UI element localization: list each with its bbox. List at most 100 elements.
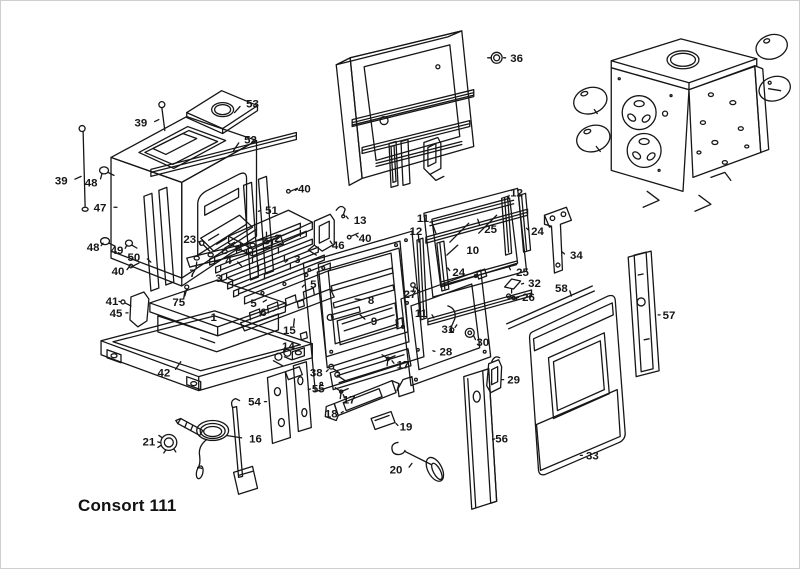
part-label-42: 42 [157, 368, 170, 380]
part-label-11: 11 [417, 213, 430, 225]
part-label-17: 17 [397, 360, 410, 372]
part-label-19: 19 [400, 421, 413, 433]
leader-line-52 [232, 142, 240, 152]
boiler-cabinet [573, 33, 791, 212]
screw-40-middle [285, 187, 299, 194]
screw-41 [120, 299, 132, 307]
leader-line-50 [146, 258, 152, 263]
part-label-1: 1 [210, 312, 217, 324]
operating-tool-20 [391, 441, 445, 482]
leader-line-42 [174, 361, 182, 370]
screw-40-left [128, 262, 140, 269]
front-bar-7 [186, 234, 285, 268]
leader-line-5 [301, 284, 305, 288]
part-label-10: 10 [466, 245, 479, 257]
part-label-15: 15 [283, 325, 296, 337]
leader-line-12 [506, 194, 510, 201]
leader-line-17 [342, 393, 346, 399]
leader-line-41 [118, 300, 122, 303]
part-label-49: 49 [111, 245, 124, 257]
leader-line-40 [126, 266, 130, 271]
part-label-16: 16 [249, 433, 262, 445]
door-rail-11-top [425, 208, 529, 244]
leader-line-40 [355, 234, 359, 238]
part-label-14: 14 [282, 341, 295, 353]
leader-line-5 [262, 299, 268, 303]
wing-screw-17-upper [381, 354, 396, 367]
leader-line-58 [569, 290, 573, 297]
part-label-29: 29 [507, 375, 520, 387]
part-label-17: 17 [343, 395, 356, 407]
part-label-4: 4 [225, 255, 232, 267]
door-top-molding-58 [505, 285, 595, 330]
part-label-3: 3 [294, 254, 300, 266]
part-label-5: 5 [250, 298, 257, 310]
leader-line-49 [124, 244, 128, 249]
leader-line-6 [272, 308, 278, 312]
model-title: Consort 111 [78, 496, 177, 515]
leader-line-17 [391, 360, 395, 364]
leader-line-24 [447, 267, 451, 272]
part-label-57: 57 [663, 310, 676, 322]
leader-line-39 [154, 118, 160, 123]
leader-line-3 [284, 259, 289, 263]
part-label-27: 27 [404, 289, 417, 301]
part-label-24: 24 [531, 226, 544, 238]
part-label-45: 45 [110, 308, 123, 320]
part-label-9: 9 [371, 316, 377, 328]
part-label-6: 6 [260, 307, 266, 319]
leader-line-23 [198, 240, 202, 246]
operating-rod-39-left [78, 124, 89, 212]
ashpit-grill-18 [324, 380, 400, 422]
thermostat-16 [175, 397, 259, 495]
part-label-40: 40 [298, 183, 311, 195]
part-label-31: 31 [441, 324, 454, 336]
part-label-28: 28 [439, 347, 452, 359]
leader-line-28 [432, 350, 436, 353]
latch-29 [486, 356, 503, 394]
top-rail-52 [150, 131, 298, 178]
leader-line-14 [282, 347, 286, 353]
bolt-49 [124, 239, 138, 249]
part-label-2: 2 [274, 233, 280, 245]
screw-40-right [346, 232, 359, 240]
door-inner-frame-28 [395, 268, 492, 398]
retainer-strip-12-left [416, 237, 428, 321]
leader-line-26 [515, 296, 520, 299]
part-label-32: 32 [528, 278, 541, 290]
leader-line-2 [261, 237, 269, 240]
part-label-46: 46 [332, 240, 345, 252]
leader-line-75 [183, 291, 186, 299]
leader-line-16 [225, 434, 243, 439]
part-label-21: 21 [143, 436, 156, 448]
leader-line-11 [431, 314, 435, 319]
part-label-25: 25 [516, 267, 529, 279]
part-label-39: 39 [55, 175, 68, 187]
clip-32 [503, 278, 522, 294]
leader-line-9 [359, 314, 366, 320]
rod-9 [326, 306, 361, 322]
plate-19 [370, 410, 396, 431]
part-label-55: 55 [312, 384, 325, 396]
side-strip-24-right [517, 192, 532, 253]
part-label-48: 48 [85, 177, 98, 189]
part-label-11: 11 [415, 308, 428, 320]
part-label-47: 47 [94, 202, 107, 214]
leader-line-21 [157, 441, 161, 444]
leader-line-19 [395, 422, 399, 427]
back-frame-assembly [335, 30, 475, 188]
top-plate-53 [186, 90, 259, 135]
leader-line-24 [525, 227, 530, 231]
part-label-26: 26 [522, 292, 535, 304]
part-label-48: 48 [87, 242, 100, 254]
leader-line-13 [345, 215, 349, 220]
bracket-54 [266, 366, 303, 445]
leader-line-25 [507, 265, 512, 271]
bolt-48-lower [99, 237, 116, 247]
side-trim-57 [627, 250, 660, 378]
part-label-41: 41 [106, 296, 119, 308]
part-label-24: 24 [452, 267, 465, 279]
leader-line-32 [520, 282, 525, 285]
